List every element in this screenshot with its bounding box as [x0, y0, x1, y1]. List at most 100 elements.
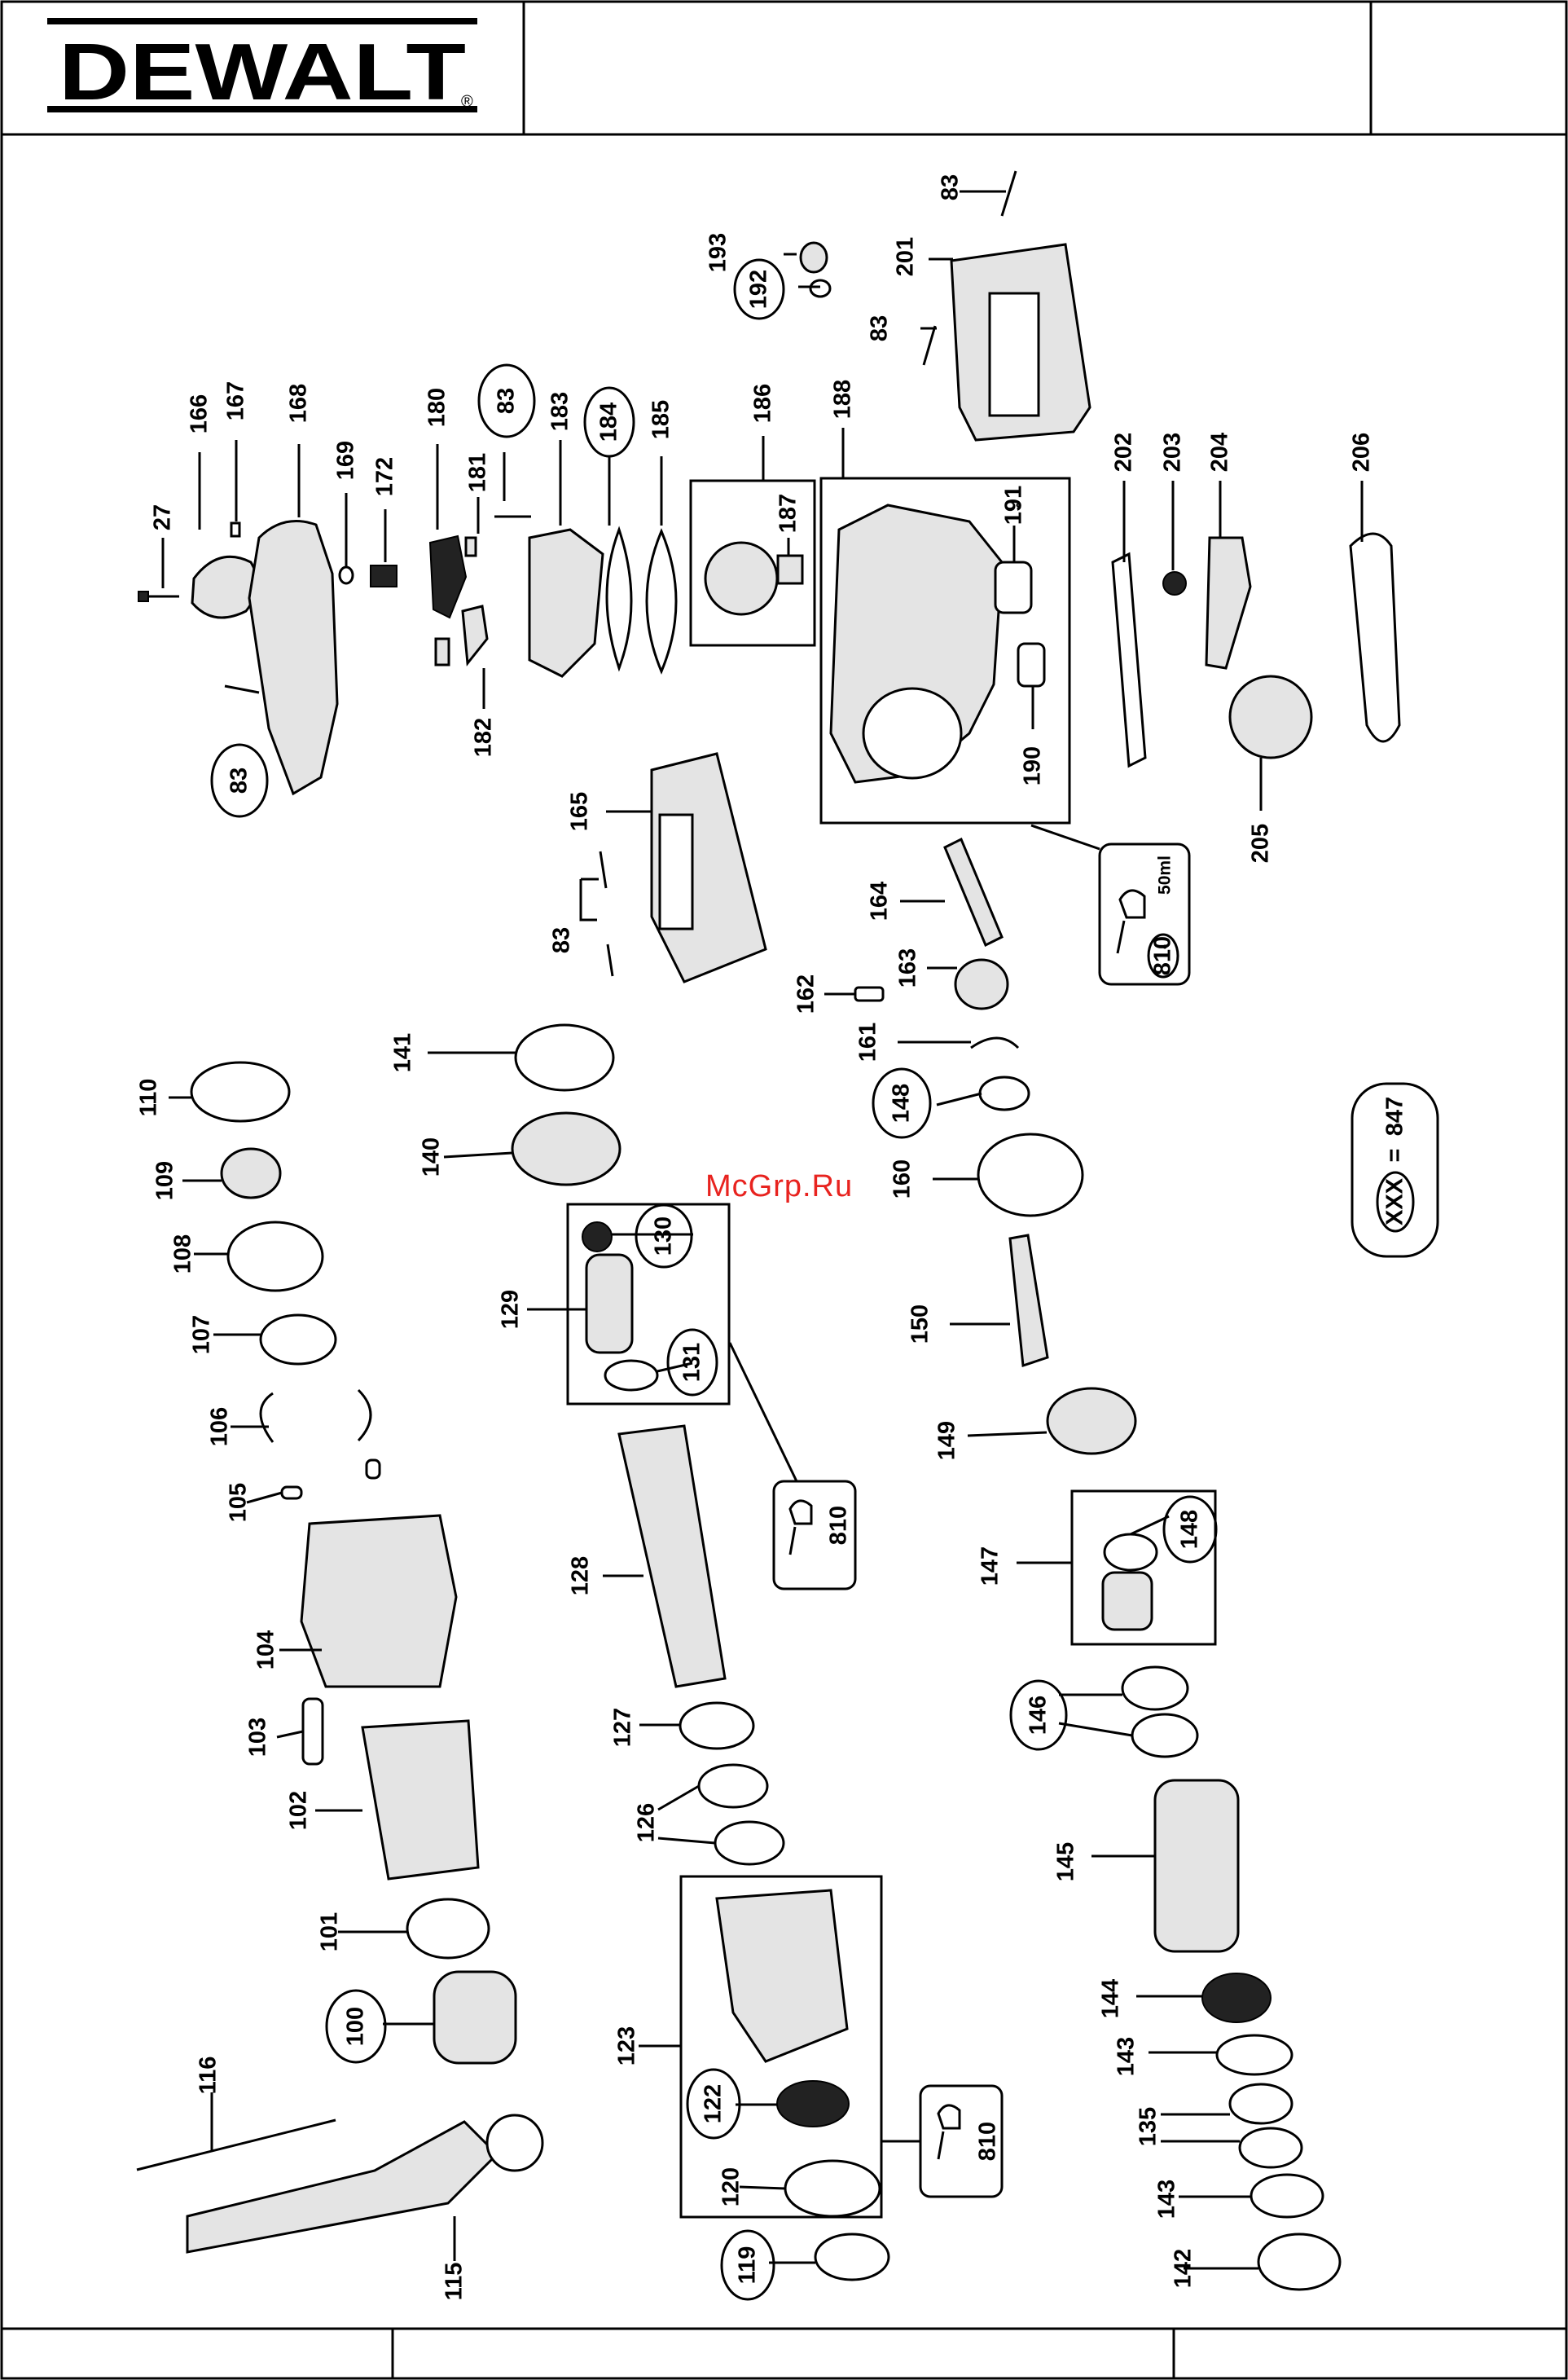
label-27: 27 — [149, 504, 176, 531]
label-83-b: 83 — [493, 387, 520, 415]
label-122: 122 — [700, 2083, 727, 2124]
part-144-shape — [1201, 1973, 1272, 2023]
part-172-shape — [370, 565, 397, 587]
label-148-a: 148 — [888, 1083, 915, 1124]
part-128-shape — [617, 1424, 727, 1688]
legend-value: 847 — [1381, 1096, 1408, 1137]
part-109-shape — [220, 1147, 282, 1199]
part-169-shape — [338, 565, 354, 585]
label-50ml: 50ml — [1155, 856, 1175, 895]
label-143-a: 143 — [1113, 2036, 1140, 2077]
label-126: 126 — [633, 1802, 660, 1843]
part-83-screw-e — [599, 851, 608, 889]
label-101: 101 — [316, 1911, 343, 1952]
part-205-gear — [1228, 675, 1313, 759]
label-204: 204 — [1206, 432, 1233, 473]
label-187: 187 — [775, 493, 802, 534]
label-110: 110 — [135, 1078, 162, 1117]
part-203-shape — [1162, 571, 1187, 596]
label-193: 193 — [705, 232, 731, 273]
label-163: 163 — [894, 948, 921, 988]
part-102-shape — [361, 1719, 480, 1881]
part-83-screw-a — [224, 684, 260, 694]
group-box-188 — [819, 477, 1071, 825]
leader-to-lube — [1030, 824, 1100, 851]
part-180-shape — [428, 535, 468, 619]
label-205: 205 — [1247, 823, 1274, 864]
part-129-shape — [585, 1253, 634, 1354]
label-140: 140 — [418, 1137, 445, 1177]
part-190-shape — [1017, 642, 1046, 688]
label-201: 201 — [892, 236, 919, 277]
part-107-shape — [259, 1313, 337, 1366]
part-165-grille — [658, 813, 694, 930]
part-192-shape — [809, 279, 832, 298]
label-83-e: 83 — [548, 926, 575, 954]
label-105: 105 — [225, 1482, 252, 1523]
part-182-shape — [461, 605, 489, 666]
label-127: 127 — [609, 1707, 636, 1748]
part-185-shape — [645, 528, 678, 675]
group-box-129 — [566, 1203, 731, 1406]
part-83-screw-d — [922, 325, 937, 366]
dewalt-logo: DEWALT ® — [47, 18, 477, 117]
label-148-b: 148 — [1176, 1509, 1203, 1550]
label-149: 149 — [933, 1420, 960, 1461]
part-183-shape — [528, 528, 604, 678]
part-145-shape — [1153, 1779, 1240, 1953]
label-123: 123 — [613, 2026, 640, 2066]
label-103: 103 — [244, 1717, 271, 1758]
label-115: 115 — [441, 2262, 468, 2301]
part-100-shape — [433, 1970, 517, 2065]
label-108: 108 — [169, 1234, 196, 1274]
lube-box-810-a — [772, 1480, 857, 1590]
label-135: 135 — [1135, 2106, 1162, 2147]
part-163-shape — [954, 958, 1009, 1010]
part-83-leader — [579, 878, 599, 922]
part-160-shape — [977, 1133, 1084, 1217]
part-164-shape — [943, 837, 1004, 948]
label-165: 165 — [566, 791, 593, 832]
label-168: 168 — [285, 383, 312, 424]
label-143-b: 143 — [1153, 2179, 1180, 2219]
part-147-shape — [1101, 1571, 1153, 1631]
label-106: 106 — [206, 1406, 233, 1447]
label-172: 172 — [371, 456, 398, 497]
label-162: 162 — [793, 974, 819, 1014]
label-161: 161 — [854, 1022, 881, 1062]
part-116-rod — [136, 2118, 336, 2171]
group-box-186 — [689, 479, 816, 647]
part-168-shape — [248, 520, 339, 796]
part-105-pin-b — [365, 1458, 381, 1480]
label-104: 104 — [253, 1630, 279, 1670]
label-150: 150 — [907, 1304, 933, 1344]
label-190: 190 — [1019, 746, 1046, 786]
part-83-screw-c — [1000, 170, 1017, 217]
label-182: 182 — [470, 717, 497, 758]
leader-lines — [161, 190, 1364, 2270]
lube-box-810-50ml — [1098, 842, 1191, 986]
label-141: 141 — [389, 1032, 416, 1073]
part-181-shape — [464, 536, 477, 557]
label-120: 120 — [718, 2167, 744, 2207]
part-204-shape — [1205, 536, 1252, 670]
label-142: 142 — [1170, 2248, 1197, 2289]
label-109: 109 — [152, 1160, 178, 1201]
label-206: 206 — [1348, 432, 1375, 473]
part-83-screw-f — [606, 944, 614, 977]
label-203: 203 — [1159, 432, 1186, 473]
label-810-b: 810 — [974, 2121, 1001, 2162]
label-116: 116 — [195, 2056, 222, 2095]
label-181: 181 — [464, 452, 491, 493]
label-129: 129 — [497, 1289, 524, 1330]
part-141-shape — [514, 1023, 615, 1092]
label-100: 100 — [342, 2006, 369, 2047]
label-185: 185 — [648, 399, 674, 440]
part-193-shape — [799, 241, 828, 274]
label-810-c: 810 — [1149, 935, 1176, 976]
part-206-belt — [1349, 532, 1401, 743]
label-83-d: 83 — [866, 315, 893, 342]
label-192: 192 — [745, 269, 772, 310]
part-146-ring-a — [1121, 1665, 1189, 1711]
